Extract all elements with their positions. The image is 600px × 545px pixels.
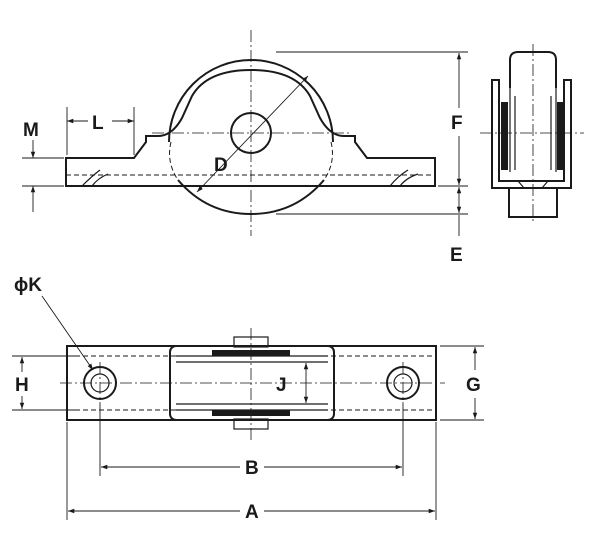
dimension-e: E <box>450 187 463 266</box>
wheel-hidden-left <box>169 141 179 181</box>
side-wheel-lower <box>508 188 558 218</box>
dim-j-label: J <box>276 375 287 396</box>
dim-h-label: H <box>15 375 29 396</box>
dim-f-label: F <box>451 113 463 134</box>
dim-a-label: A <box>245 502 259 523</box>
dimension-f: F <box>276 51 468 215</box>
side-bearing-left <box>501 102 508 170</box>
dimension-k: ϕK <box>14 275 94 371</box>
side-view <box>480 44 584 224</box>
dim-g-label: G <box>466 375 481 396</box>
dim-d-line <box>196 75 309 193</box>
screw-right <box>389 169 419 187</box>
dim-e-label: E <box>450 245 463 266</box>
dimension-g: G <box>440 345 484 421</box>
bracket-housing <box>65 68 436 187</box>
dimension-h: H <box>12 355 80 411</box>
screw-left <box>81 169 109 187</box>
wheel-hidden-right <box>323 141 333 181</box>
dim-b-label: B <box>245 458 259 479</box>
side-screw <box>517 180 549 189</box>
dimension-j: J <box>276 361 318 405</box>
dim-m-label: M <box>23 120 39 141</box>
dim-l-label: L <box>92 113 104 134</box>
dimension-a: A <box>66 422 437 523</box>
dimension-d: D <box>196 75 309 193</box>
side-bracket-outer <box>491 79 572 189</box>
dim-d-label: D <box>214 155 228 176</box>
dim-k-leader <box>41 295 94 371</box>
side-bearing-right <box>557 102 564 170</box>
dim-k-label: ϕK <box>14 275 42 296</box>
front-view <box>65 30 436 236</box>
dimension-b: B <box>99 404 404 479</box>
dimension-m: M <box>22 120 64 212</box>
bottom-view <box>60 328 445 440</box>
dimension-l: L <box>66 107 135 155</box>
